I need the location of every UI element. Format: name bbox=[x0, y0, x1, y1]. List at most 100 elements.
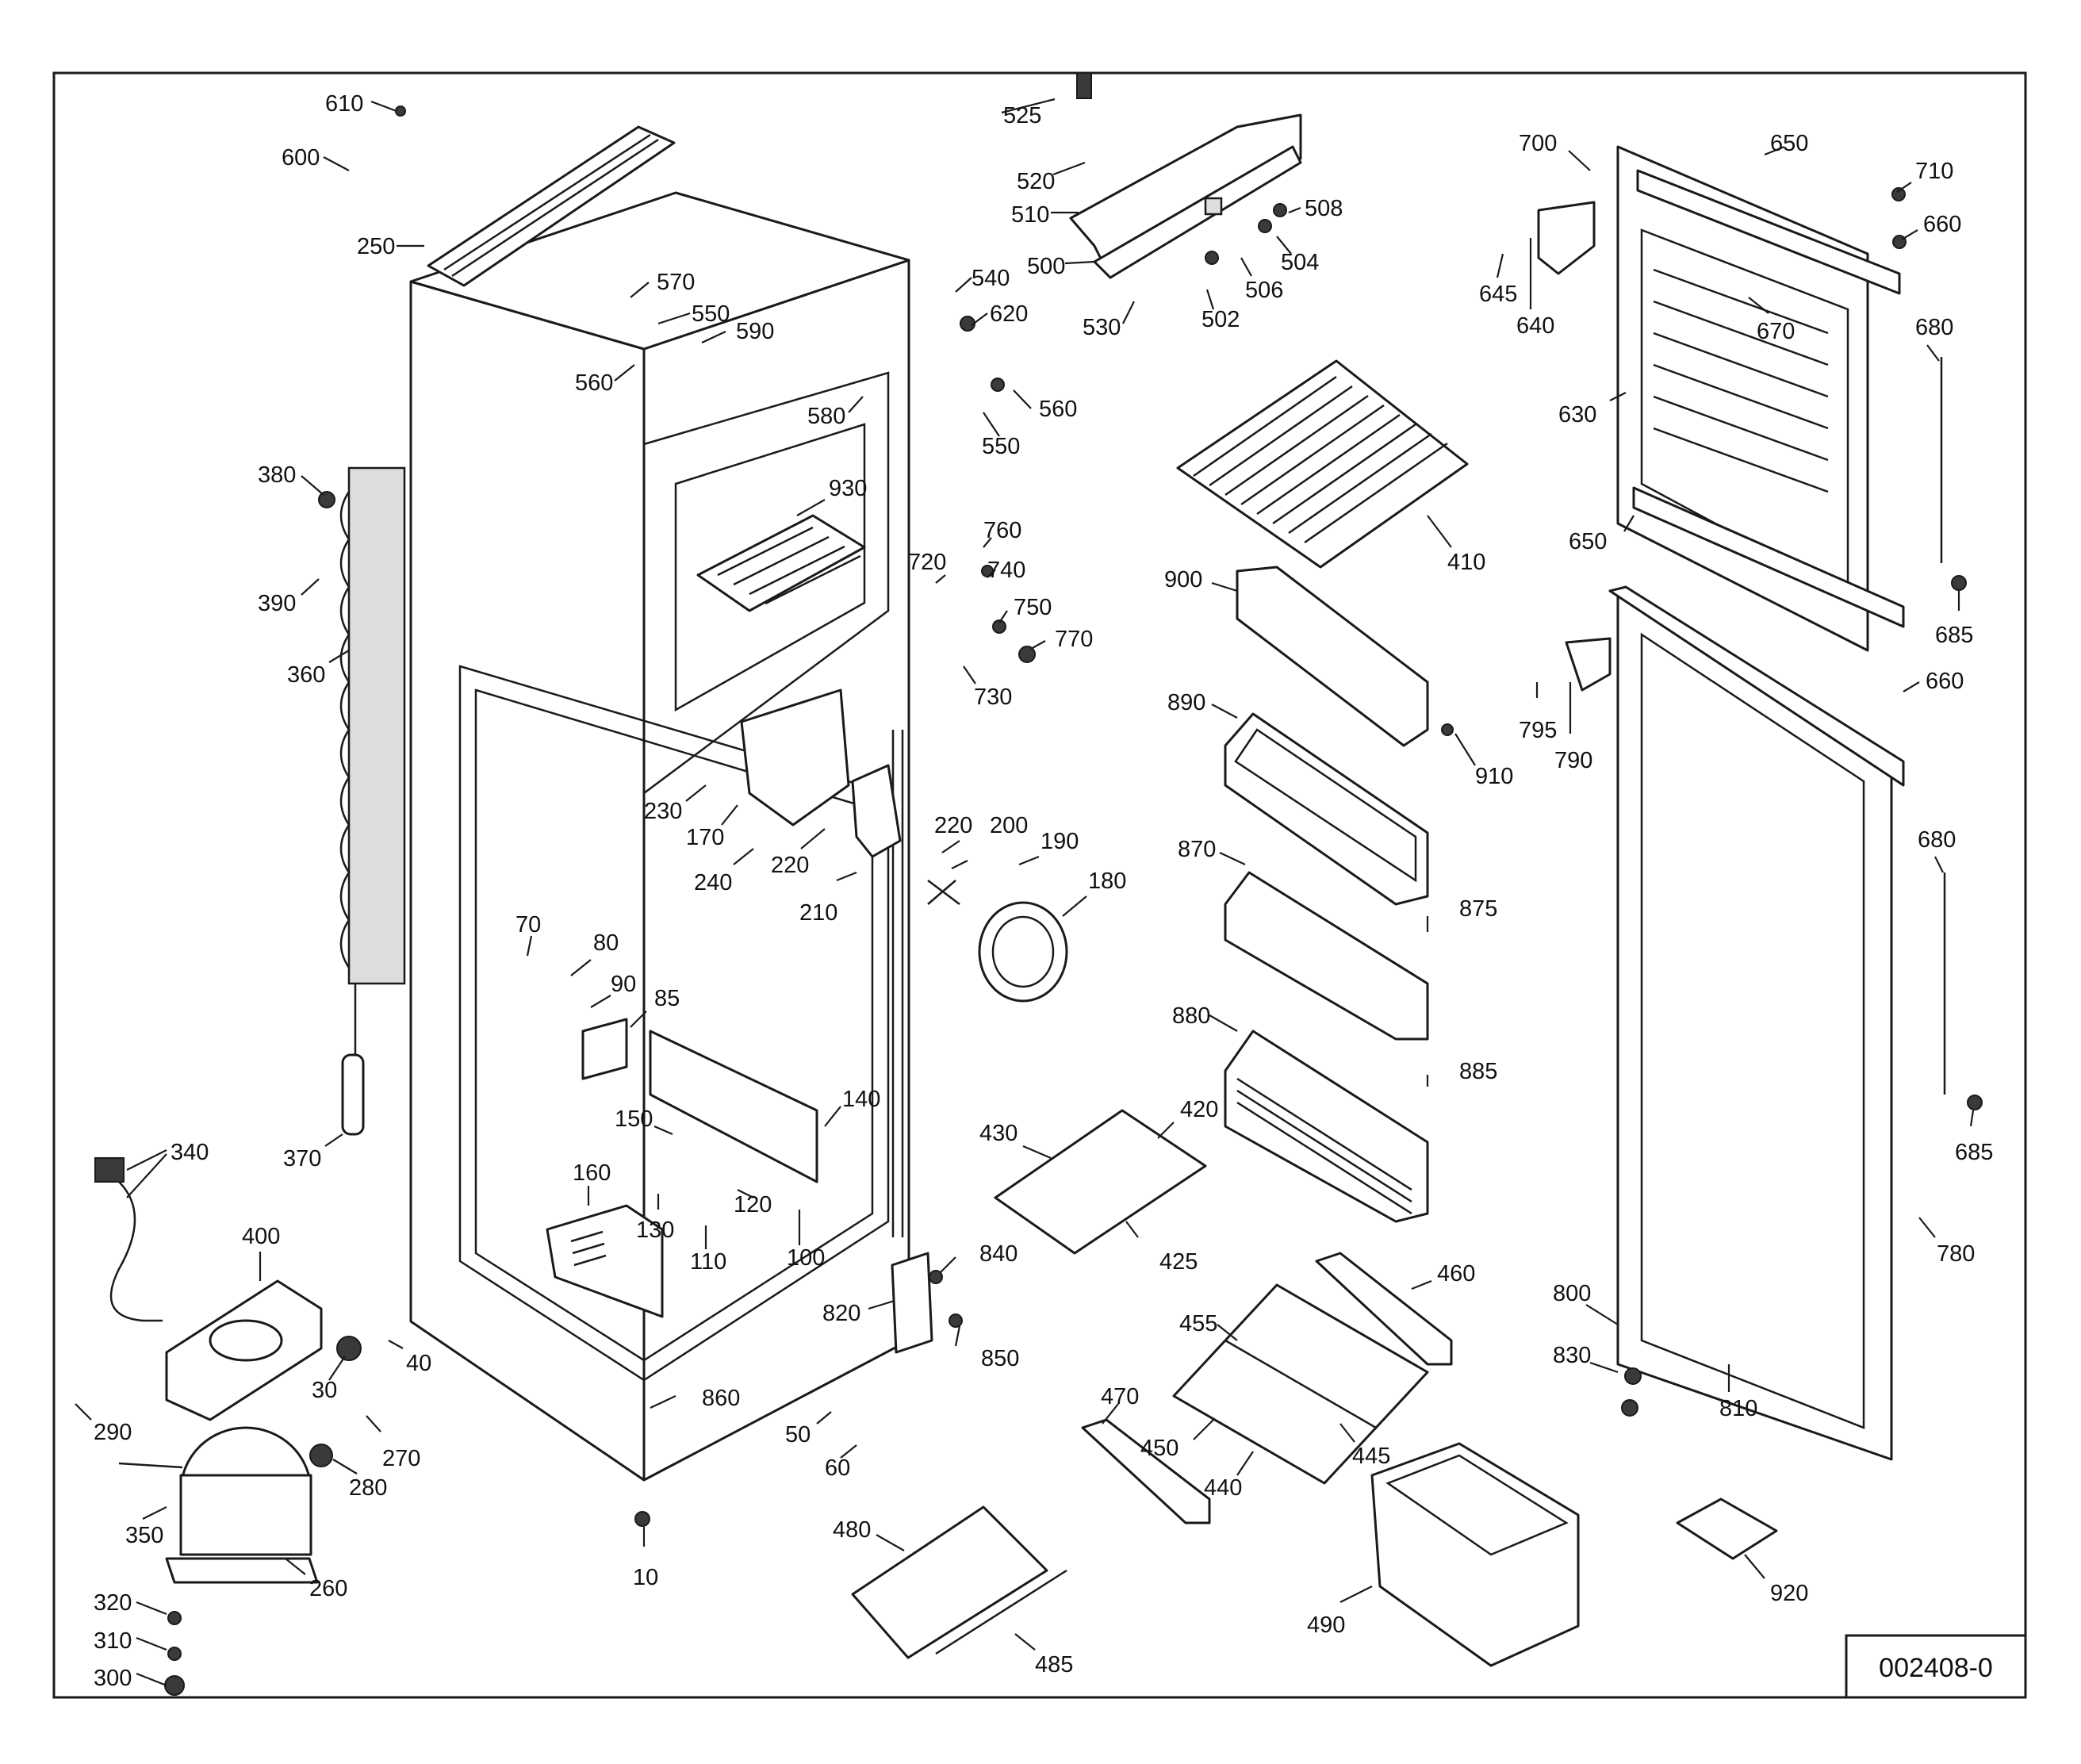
part-label: 30 bbox=[312, 1378, 337, 1403]
part-label: 710 bbox=[1915, 159, 1953, 184]
part-label: 740 bbox=[987, 558, 1025, 583]
part-label: 445 bbox=[1352, 1444, 1390, 1469]
part-label: 640 bbox=[1516, 313, 1554, 339]
part-label: 930 bbox=[829, 476, 867, 501]
part-label: 570 bbox=[657, 270, 695, 295]
part-label: 410 bbox=[1447, 550, 1485, 575]
control-panel-top bbox=[1069, 72, 1302, 279]
door-balcony-lower bbox=[1224, 1030, 1429, 1223]
part-label: 590 bbox=[736, 319, 774, 344]
part-label: 660 bbox=[1926, 669, 1964, 694]
glass-shelf bbox=[994, 1109, 1207, 1255]
part-label: 508 bbox=[1305, 196, 1343, 221]
part-label: 525 bbox=[1003, 103, 1041, 128]
part-label: 810 bbox=[1719, 1396, 1757, 1421]
part-label: 760 bbox=[983, 518, 1021, 543]
part-label: 160 bbox=[573, 1160, 611, 1186]
part-label: 220 bbox=[934, 813, 972, 838]
part-label: 650 bbox=[1770, 131, 1808, 156]
part-label: 470 bbox=[1101, 1384, 1139, 1409]
part-label: 730 bbox=[974, 685, 1012, 710]
part-label: 580 bbox=[807, 404, 845, 429]
part-label: 425 bbox=[1159, 1249, 1198, 1275]
part-label: 190 bbox=[1040, 829, 1079, 854]
part-label: 510 bbox=[1011, 202, 1049, 228]
compressor bbox=[118, 1426, 319, 1584]
part-label: 820 bbox=[822, 1301, 860, 1326]
part-label: 110 bbox=[690, 1249, 726, 1275]
part-label: 210 bbox=[799, 900, 837, 926]
part-label: 540 bbox=[972, 266, 1010, 291]
dairy-compartment bbox=[1236, 566, 1429, 747]
part-label: 610 bbox=[325, 91, 363, 117]
part-label: 150 bbox=[615, 1106, 653, 1132]
part-label: 530 bbox=[1083, 315, 1121, 340]
part-label: 400 bbox=[242, 1224, 280, 1249]
part-label: 800 bbox=[1553, 1281, 1591, 1306]
part-label: 480 bbox=[833, 1517, 871, 1543]
part-label: 860 bbox=[702, 1386, 740, 1411]
part-label: 420 bbox=[1180, 1097, 1218, 1122]
part-label: 670 bbox=[1757, 319, 1795, 344]
part-label: 450 bbox=[1140, 1436, 1178, 1461]
part-label: 460 bbox=[1437, 1261, 1475, 1287]
part-label: 645 bbox=[1479, 282, 1517, 307]
part-label: 430 bbox=[979, 1121, 1018, 1146]
part-label: 680 bbox=[1918, 827, 1956, 853]
hinge bbox=[891, 1252, 933, 1354]
part-label: 350 bbox=[125, 1523, 163, 1548]
part-label: 890 bbox=[1167, 690, 1205, 715]
part-label: 550 bbox=[692, 301, 730, 327]
wire-shelf bbox=[1176, 359, 1469, 569]
part-label: 885 bbox=[1459, 1059, 1497, 1084]
part-label: 840 bbox=[979, 1241, 1018, 1267]
part-label: 790 bbox=[1554, 748, 1592, 773]
part-label: 700 bbox=[1519, 131, 1557, 156]
part-label: 240 bbox=[694, 870, 732, 895]
part-label: 900 bbox=[1164, 567, 1202, 592]
part-label: 600 bbox=[282, 145, 320, 171]
part-label: 40 bbox=[406, 1351, 431, 1376]
part-label: 370 bbox=[283, 1146, 321, 1172]
part-label: 70 bbox=[515, 912, 541, 938]
part-number-labels: 610 600 250 570 550 590 560 580 540 620 … bbox=[94, 91, 1993, 1691]
condenser-coil bbox=[339, 466, 406, 1136]
freezer-door bbox=[1616, 145, 1901, 652]
part-label: 310 bbox=[94, 1628, 132, 1654]
part-label: 685 bbox=[1935, 623, 1973, 648]
diagram-frame bbox=[52, 71, 2027, 1699]
bottom-plate bbox=[851, 1505, 1067, 1659]
part-label: 80 bbox=[593, 930, 619, 956]
part-label: 490 bbox=[1307, 1613, 1345, 1638]
door-balcony-middle bbox=[1224, 871, 1429, 1041]
part-label: 920 bbox=[1770, 1581, 1808, 1606]
part-label: 650 bbox=[1569, 529, 1607, 554]
part-label: 500 bbox=[1027, 254, 1065, 279]
part-label: 660 bbox=[1923, 212, 1961, 237]
part-label: 380 bbox=[258, 462, 296, 488]
crisper-cover bbox=[1172, 1283, 1429, 1485]
part-label: 130 bbox=[636, 1218, 674, 1243]
top-cover-part bbox=[427, 125, 676, 287]
part-label: 630 bbox=[1558, 402, 1596, 428]
part-label: 830 bbox=[1553, 1343, 1591, 1368]
part-label: 250 bbox=[357, 234, 395, 259]
part-label: 455 bbox=[1179, 1311, 1217, 1336]
leader-lines bbox=[75, 98, 1975, 1687]
part-label: 520 bbox=[1017, 169, 1055, 194]
freezer-door-gasket bbox=[1632, 486, 1905, 628]
part-label: 50 bbox=[785, 1422, 811, 1448]
part-label: 230 bbox=[644, 799, 682, 824]
door-hinge-lower bbox=[1565, 637, 1612, 692]
part-label: 502 bbox=[1201, 307, 1240, 332]
part-label: 685 bbox=[1955, 1140, 1993, 1165]
part-label: 120 bbox=[734, 1192, 772, 1218]
part-label: 340 bbox=[171, 1140, 209, 1165]
part-label: 220 bbox=[771, 853, 809, 878]
part-label: 880 bbox=[1172, 1003, 1210, 1029]
part-label: 90 bbox=[611, 972, 636, 997]
crisper-frame-left bbox=[1081, 1418, 1211, 1524]
thermostat-housing bbox=[546, 1018, 818, 1318]
part-label: 100 bbox=[787, 1245, 825, 1271]
